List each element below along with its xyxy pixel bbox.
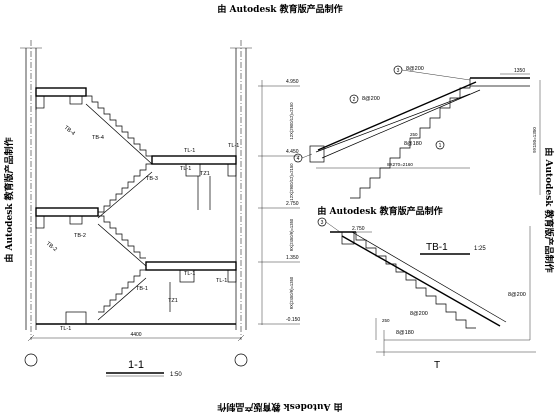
- detail-note-250: 250: [410, 132, 418, 137]
- watermark-left: 由 Autodesk 教育版产品制作: [3, 137, 15, 262]
- tb1-rebar-b: 8@200: [410, 311, 428, 317]
- section-1-1: TB-4 TB-4 TL-1 TL-1 TL-1 TZ1 TB-3 TB-2 T…: [20, 40, 252, 378]
- detail-circle-4-label: 4: [297, 156, 300, 162]
- axis-circle-left: [24, 353, 38, 367]
- label-tl1-d: TL-1: [184, 271, 195, 277]
- detail-circle-1-label: 1: [439, 143, 442, 149]
- elev-minus-0150: -0.150: [286, 317, 300, 323]
- detail-circle-3-label: 3: [397, 68, 400, 74]
- rebar-main: 8@200: [362, 96, 380, 102]
- elev-4950: 4.950: [286, 79, 299, 85]
- tb1-rebar-a: 8@200: [508, 292, 526, 298]
- detail-bottom: TB-1 1:25 2.750 3 8@200 8@200 8@180 250 …: [317, 217, 536, 371]
- label-tz1-b: TZ1: [168, 298, 178, 304]
- tb1-circle-3-label: 3: [321, 220, 324, 226]
- watermark-center: 由 Autodesk 教育版产品制作: [317, 205, 442, 217]
- label-tb1: TB-1: [136, 286, 148, 292]
- detail-circle-2: [349, 94, 359, 104]
- letter-t: T: [434, 360, 440, 371]
- label-tb4: TB-4: [92, 135, 104, 141]
- dim-1350-top: 1350: [514, 68, 525, 74]
- section-scale: 1:50: [170, 372, 182, 378]
- watermark-bottom: 由 Autodesk 教育版产品制作: [217, 401, 342, 413]
- elev-1350: 1.350: [286, 255, 299, 261]
- dim-flight-1: 9X(2450/9)=1350: [289, 276, 294, 309]
- axis-circle-right: [234, 353, 248, 367]
- label-tb3: TB-3: [146, 176, 158, 182]
- detail-top: 3 8@200 2 8@200 1 8@180 250 1350 9X150=1…: [293, 65, 541, 199]
- elevation-column: 4.950 4.450 2.750 1.350 -0.150 12X(2900/…: [258, 79, 300, 325]
- label-tl1-c: TL-1: [180, 166, 191, 172]
- tb1-scale: 1:25: [474, 246, 486, 252]
- label-tz1-a: TZ1: [200, 171, 210, 177]
- detail-circle-1: [435, 140, 445, 150]
- elev-4450: 4.450: [286, 149, 299, 155]
- rebar-bot: 8@180: [404, 141, 422, 147]
- watermark-right: 由 Autodesk 教育版产品制作: [543, 147, 555, 272]
- rebar-top: 8@200: [406, 66, 424, 72]
- dim-bottom-top: 8X270=2160: [387, 162, 413, 167]
- label-tb4-b: TB-4: [63, 125, 76, 137]
- label-tl1-f: TL-1: [60, 326, 71, 332]
- tb1-elev: 2.750: [352, 226, 365, 232]
- label-tb2-b: TB-2: [45, 241, 58, 253]
- dim-flight-2: 9X(2450/9)=1350: [289, 218, 294, 251]
- label-tl1-e: TL-1: [216, 278, 227, 284]
- tb1-title: TB-1: [426, 242, 448, 253]
- dim-flight-4: 12X(2900/12)=2150: [289, 102, 294, 140]
- tb1-rebar-c: 8@180: [396, 330, 414, 336]
- dim-flight-3: 12X(2900/12)=2150: [289, 163, 294, 201]
- section-title: 1-1: [128, 359, 144, 371]
- elev-2750: 2.750: [286, 201, 299, 207]
- tb1-note-250: 250: [382, 318, 390, 323]
- dim-overall-width: 4400: [130, 332, 141, 338]
- label-tl1-b: TL-1: [228, 143, 239, 149]
- label-tb2: TB-2: [74, 233, 86, 239]
- watermark-top: 由 Autodesk 教育版产品制作: [217, 3, 342, 15]
- dim-vert-top: 9X150=1350: [532, 127, 537, 153]
- detail-circle-2-label: 2: [353, 97, 356, 103]
- label-tl1-a: TL-1: [184, 148, 195, 154]
